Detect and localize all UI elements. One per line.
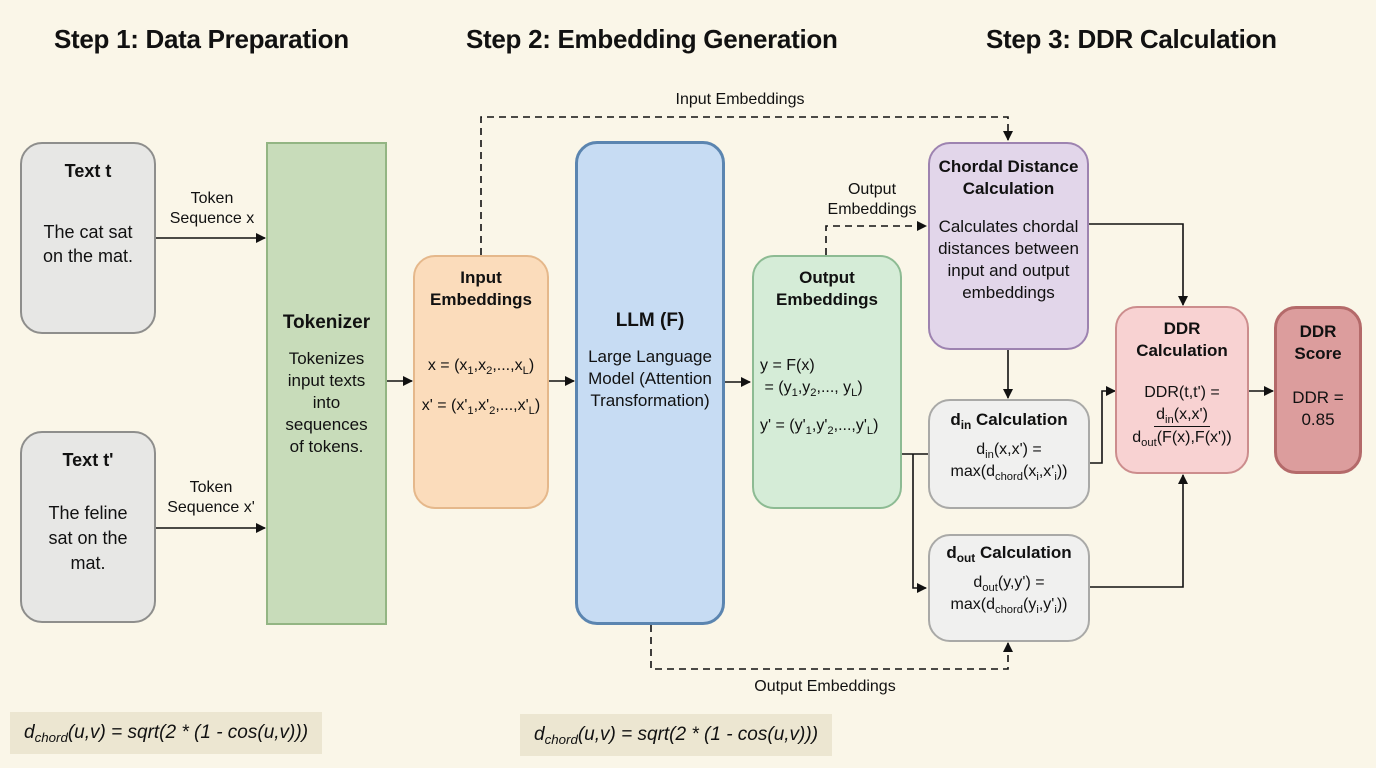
text-t-prime-body: The feline sat on the mat. [48,503,128,573]
dashed-input-embeddings [480,116,1013,255]
chordal-distance-title: Chordal Distance Calculation [938,157,1079,198]
label-output-embeddings-top: Output Embeddings [827,181,917,218]
d-in-formula-max: max(dchord(xi,x'i)) [950,463,1068,483]
text-t-box: Text t The cat sat on the mat. [20,142,156,334]
step-2-title: Step 2: Embedding Generation [466,24,838,54]
arrow-output-emb-to-dout [912,454,927,593]
text-t-prime-box: Text t' The feline sat on the mat. [20,431,156,623]
input-embeddings-x-prime: x' = (x'1,x'2,...,x'L) [421,397,541,417]
ddr-score-title: DDR Score [1294,322,1342,363]
arrow-chordal-to-ddr [1089,223,1188,306]
arrow-din-to-ddr [1090,386,1116,464]
ddr-score-box: DDR Score DDR = 0.85 [1274,306,1362,474]
ddr-calculation-box: DDR Calculation DDR(t,t') = din(x,x') do… [1115,306,1249,474]
dashed-output-embeddings-bottom [650,625,1013,670]
step-1-title: Step 1: Data Preparation [54,24,349,54]
d-out-formula-max: max(dchord(yi,y'i)) [950,596,1068,616]
d-in-formula: din(x,x') = [976,441,1042,461]
text-t-body: The cat sat on the mat. [42,222,134,266]
step-3-title: Step 3: DDR Calculation [986,24,1277,54]
input-embeddings-x: x = (x1,x2,...,xL) [427,357,535,377]
d-out-title: dout Calculation [946,543,1072,565]
output-embeddings-y-prime: y' = (y'1,y'2,...,y'L) [760,417,879,437]
label-token-sequence-x-prime: Token Sequence x' [167,479,255,516]
d-out-calculation-box: dout Calculation dout(y,y') = max(dchord… [928,534,1090,642]
text-t-title: Text t [64,161,112,181]
text-t-prime-title: Text t' [62,450,114,470]
llm-body: Large Language Model (Attention Transfor… [588,347,712,410]
ddr-score-value: 0.85 [1301,410,1335,429]
ddr-formula-lhs: DDR(t,t') = [1144,384,1220,401]
label-output-embeddings-bottom: Output Embeddings [754,678,896,695]
output-embeddings-box: Output Embeddings y = F(x) = (y1,y2,...,… [752,255,902,509]
ddr-formula-denominator: dout(F(x),F(x')) [1132,429,1232,449]
tokenizer-box: Tokenizer Tokenizes input texts into seq… [266,142,387,625]
d-in-calculation-box: din Calculation din(x,x') = max(dchord(x… [928,399,1090,509]
label-input-embeddings-top: Input Embeddings [675,91,805,108]
ddr-calculation-title: DDR Calculation [1136,319,1228,360]
input-embeddings-box: Input Embeddings x = (x1,x2,...,xL) x' =… [413,255,549,509]
llm-box: LLM (F) Large Language Model (Attention … [575,141,725,625]
llm-title: LLM (F) [615,310,685,331]
d-in-title: din Calculation [950,410,1068,432]
output-embeddings-title: Output Embeddings [775,268,878,309]
chordal-distance-body: Calculates chordal distances between inp… [938,217,1079,302]
dashed-output-embeddings-top [825,221,927,255]
ddr-score-label: DDR = [1292,388,1344,407]
arrow-dout-to-ddr [1090,474,1188,588]
chordal-distance-box: Chordal Distance Calculation Calculates … [928,142,1089,350]
tokenizer-body: Tokenizes input texts into sequences of … [285,349,368,456]
ddr-formula-numerator: din(x,x') [1154,406,1210,427]
d-out-formula: dout(y,y') = [973,574,1045,594]
label-token-sequence-x: Token Sequence x [169,190,255,227]
tokenizer-title: Tokenizer [282,312,371,333]
input-embeddings-title: Input Embeddings [429,268,532,309]
chordal-formula-note-2: dchord(u,v) = sqrt(2 * (1 - cos(u,v))) [520,714,833,756]
chordal-formula-note-1: dchord(u,v) = sqrt(2 * (1 - cos(u,v))) [10,712,323,754]
output-embeddings-y: y = F(x) = (y1,y2,..., yL) [760,357,863,399]
